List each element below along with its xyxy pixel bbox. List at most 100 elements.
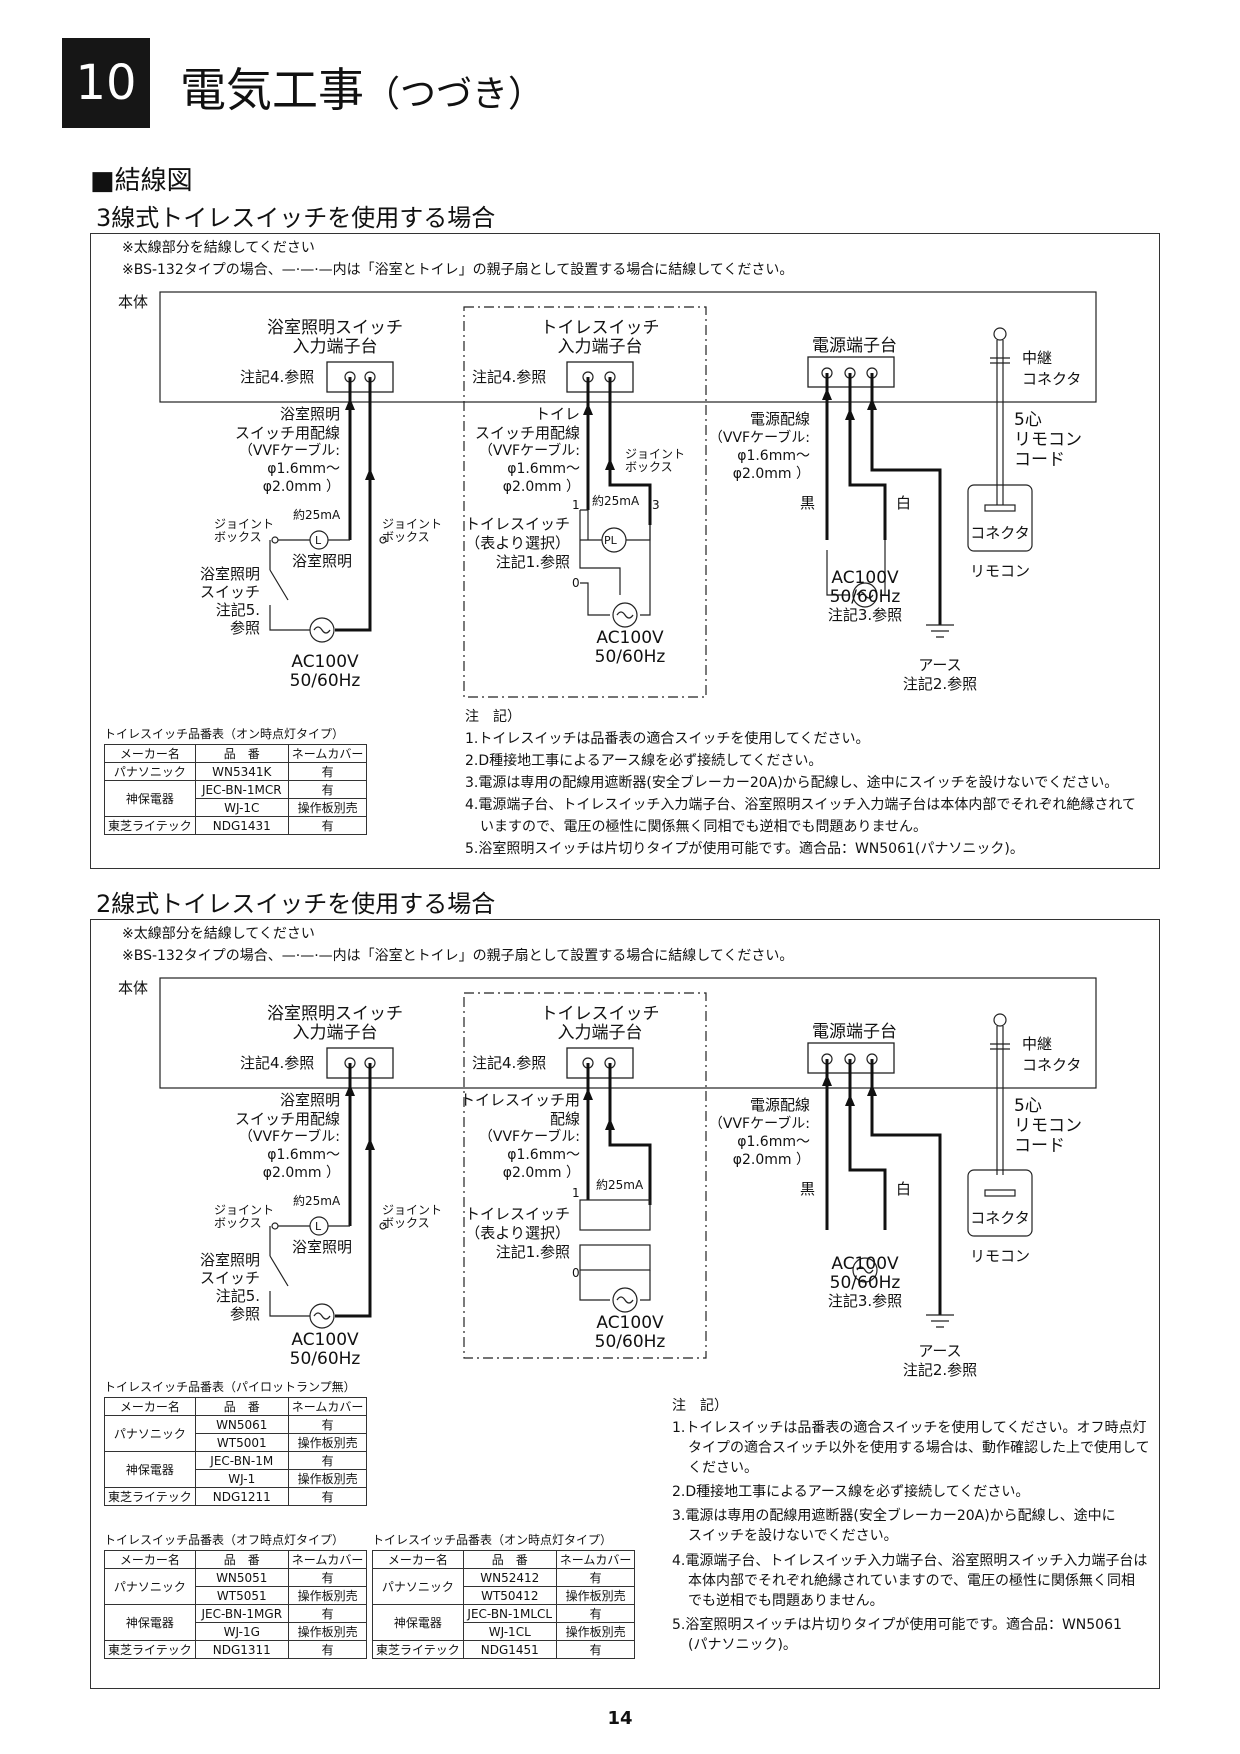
note-4: 4.電源端子台、トイレスイッチ入力端子台、浴室照明スイッチ入力端子台は本体内部で… (465, 797, 1136, 813)
title-sub: （つづき） (364, 74, 545, 115)
joint-box-left-1: ジョイント (214, 517, 275, 531)
terminal-num-1: 1 (572, 498, 580, 512)
power-terminal-label: 電源端子台 (812, 1022, 897, 1042)
ac-power-3: 注記3.参照 (827, 606, 903, 624)
col-cover: ネームカバー (555, 1550, 636, 1569)
cell: WT50412 (462, 1586, 557, 1605)
cell: 東芝ライテック (104, 1640, 196, 1659)
note-3: 3.電源は専用の配線用遮断器(安全ブレーカー20A)から配線し、途中に (672, 1508, 1116, 1524)
note-1-cont: ください。 (688, 1460, 758, 1476)
cell: パナソニック (372, 1568, 464, 1605)
cell: パナソニック (104, 1568, 196, 1605)
note4-ref: 注記4.参照 (472, 1054, 547, 1072)
body-label: 本体 (118, 979, 149, 997)
power-wiring-3: φ1.6mm～ (737, 1134, 810, 1150)
toilet-switch-2: （表より選択） (465, 534, 570, 552)
title-main: 電気工事 (180, 63, 364, 117)
toilet-wiring-2: 配線 (549, 1110, 580, 1128)
cell: 有 (287, 1415, 368, 1434)
note-4-cont: いますので、電圧の極性に関係無く同相でも逆相でも問題ありません。 (480, 819, 928, 835)
remote-cord-2: リモコン (1014, 1116, 1082, 1136)
page-number: 14 (607, 1708, 633, 1729)
notes-title: 注 記） (672, 1398, 728, 1414)
cell: 神保電器 (372, 1604, 464, 1641)
section-heading: ■結線図 (90, 166, 193, 196)
note4-ref: 注記4.参照 (240, 1054, 315, 1072)
cell: NDG1451 (462, 1640, 557, 1659)
bath-light-label: 浴室照明 (292, 552, 353, 570)
cell: 神保電器 (104, 1451, 196, 1488)
black-wire-label: 黒 (800, 1180, 816, 1198)
note-5-cont: (パナソニック)。 (688, 1637, 797, 1653)
toilet-terminal-label-1: トイレスイッチ (540, 1004, 660, 1024)
ac-power-1: AC100V (831, 568, 899, 588)
note-4: 4.電源端子台、トイレスイッチ入力端子台、浴室照明スイッチ入力端子台は (672, 1553, 1148, 1569)
table-caption: トイレスイッチ品番表（オン時点灯タイプ） (104, 727, 345, 741)
bath-wiring-1: 浴室照明 (279, 405, 340, 423)
connector-label: コネクタ (970, 1209, 1030, 1227)
note-1-cont: タイプの適合スイッチ以外を使用する場合は、動作確認した上で使用して (688, 1440, 1150, 1456)
power-terminal-label: 電源端子台 (812, 336, 897, 356)
cell: 操作板別売 (287, 1586, 368, 1605)
ac-label-2: 50/60Hz (594, 1332, 666, 1352)
intro-line-2: ※BS-132タイプの場合、—·—·—内は「浴室とトイレ」の親子扇として設置する… (122, 948, 794, 964)
col-cover: ネームカバー (287, 1550, 368, 1569)
cell: NDG1431 (194, 816, 289, 835)
cell: 有 (287, 762, 368, 781)
relay-connector-2: コネクタ (1022, 370, 1082, 388)
cell: WT5001 (194, 1433, 289, 1452)
bath-wiring-2: スイッチ用配線 (234, 1110, 340, 1128)
relay-connector-2: コネクタ (1022, 1056, 1082, 1074)
joint-box-left-2: ボックス (214, 530, 262, 544)
note4-ref: 注記4.参照 (240, 368, 315, 386)
note-1: 1.トイレスイッチは品番表の適合スイッチを使用してください。オフ時点灯 (672, 1420, 1147, 1436)
power-wiring-1: 電源配線 (749, 1096, 810, 1114)
toilet-switch-2: （表より選択） (465, 1224, 570, 1242)
cell: 有 (287, 816, 368, 835)
cell: WN5051 (194, 1568, 289, 1587)
remote-label: リモコン (969, 562, 1030, 580)
remote-cord-2: リモコン (1014, 430, 1082, 450)
note-2: 2.D種接地工事によるアース線を必ず接続してください。 (465, 753, 823, 769)
note-3: 3.電源は専用の配線用遮断器(安全ブレーカー20A)から配線し、途中にスイッチを… (465, 775, 1119, 791)
ac-label-1: AC100V (291, 1330, 359, 1350)
ac-power-2: 50/60Hz (829, 1273, 901, 1293)
cell: WJ-1C (194, 798, 289, 817)
cell: 神保電器 (104, 780, 196, 817)
toilet-wiring-4: φ1.6mm～ (507, 1147, 580, 1163)
bath-light-label: 浴室照明 (292, 1238, 353, 1256)
terminal-num-0: 0 (572, 1266, 580, 1280)
bath-terminal-label-2: 入力端子台 (292, 1023, 378, 1043)
three-wire-heading: 3線式トイレスイッチを使用する場合 (96, 204, 496, 232)
power-wiring-4: φ2.0mm ） (732, 466, 810, 482)
intro-line-1: ※太線部分を結線してください (122, 926, 315, 942)
col-part: 品 番 (194, 744, 289, 763)
toilet-wiring-3: （VVFケーブル: (478, 443, 580, 459)
power-wiring-3: φ1.6mm～ (737, 448, 810, 464)
cell: NDG1211 (194, 1487, 289, 1506)
col-part: 品 番 (194, 1397, 289, 1416)
toilet-wiring-2: スイッチ用配線 (474, 424, 580, 442)
toilet-wiring-5: φ2.0mm ） (502, 1165, 580, 1181)
bath-wiring-4: φ1.6mm～ (267, 1147, 340, 1163)
current-label: 約25mA (293, 508, 341, 522)
connector-label: コネクタ (970, 524, 1030, 542)
remote-label: リモコン (969, 1247, 1030, 1265)
terminal-num-1: 1 (572, 1186, 580, 1200)
earth-label-1: アース (918, 1342, 962, 1360)
two-wire-heading: 2線式トイレスイッチを使用する場合 (96, 890, 496, 918)
cell: JEC-BN-1MGR (194, 1604, 289, 1623)
power-wiring-1: 電源配線 (749, 410, 810, 428)
page-title: 電気工事（つづき） (180, 62, 544, 123)
cell: WN5061 (194, 1415, 289, 1434)
bath-switch-4: 参照 (229, 619, 260, 637)
cell: 有 (287, 1604, 368, 1623)
col-maker: メーカー名 (104, 744, 196, 763)
col-part: 品 番 (194, 1550, 289, 1569)
relay-connector-1: 中継 (1022, 349, 1053, 367)
cell: 有 (287, 1451, 368, 1470)
bath-terminal-label-2: 入力端子台 (292, 337, 378, 357)
white-wire-label: 白 (896, 494, 912, 512)
